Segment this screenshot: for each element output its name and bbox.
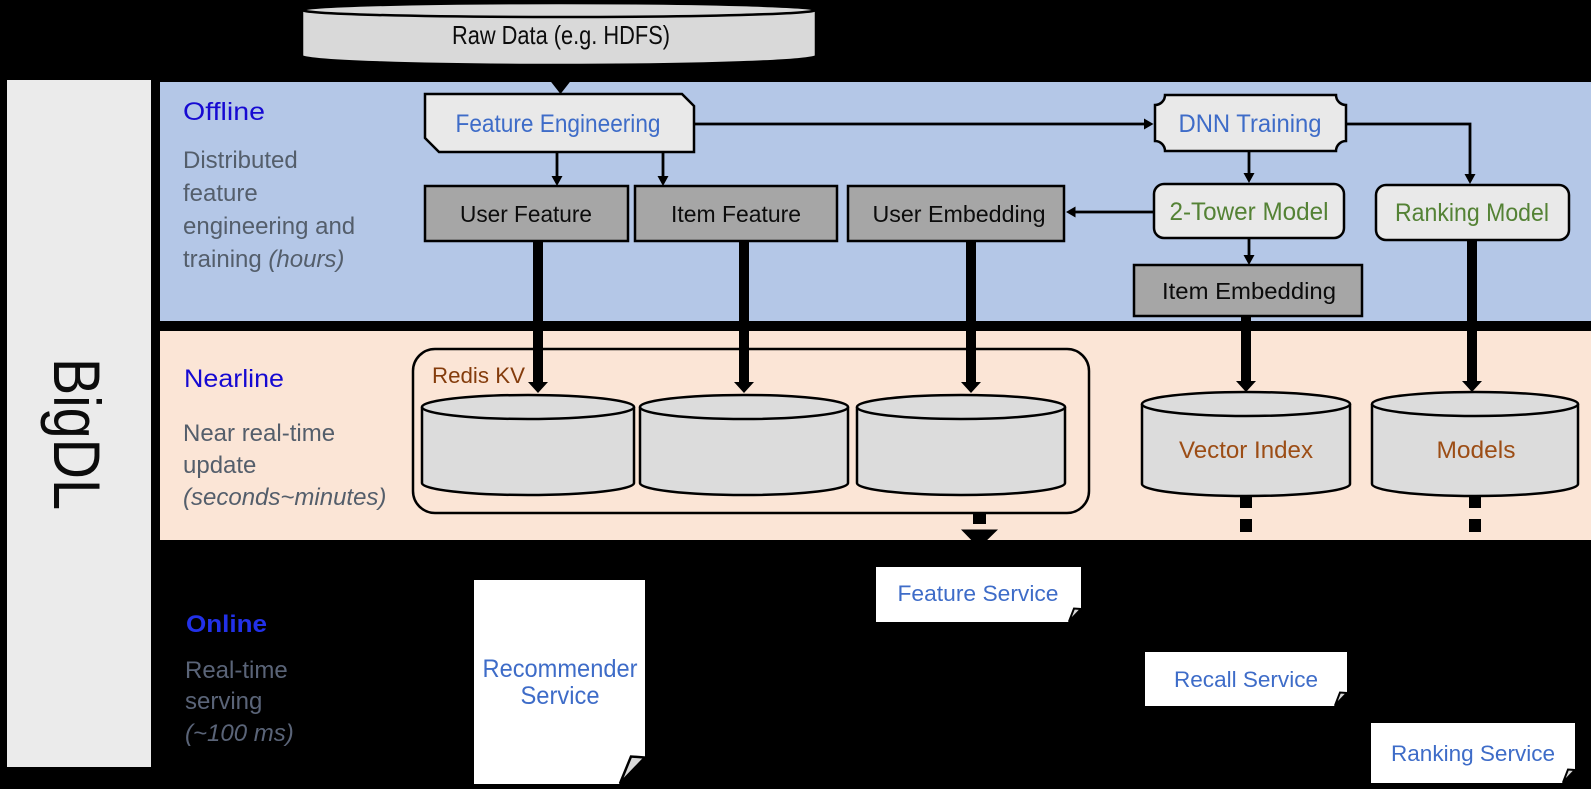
svg-text:Feature Engineering: Feature Engineering (456, 110, 661, 138)
svg-text:(seconds~minutes): (seconds~minutes) (183, 484, 386, 511)
svg-text:Offline: Offline (183, 98, 265, 126)
svg-text:Ranking Service: Ranking Service (1391, 741, 1555, 766)
svg-text:Feature Service: Feature Service (898, 581, 1059, 606)
svg-text:Vector Index: Vector Index (1179, 437, 1313, 464)
svg-text:Near real-time: Near real-time (183, 420, 335, 447)
svg-text:Service: Service (521, 682, 600, 710)
svg-text:Nearline: Nearline (184, 365, 284, 393)
svg-text:Recall Service: Recall Service (1174, 667, 1318, 692)
svg-text:Real-time: Real-time (185, 657, 288, 684)
svg-text:User Feature: User Feature (460, 201, 592, 227)
svg-text:Item Feature: Item Feature (671, 201, 801, 227)
svg-text:Recommender: Recommender (483, 655, 638, 683)
svg-text:Distributed: Distributed (183, 147, 298, 174)
svg-text:(~100 ms): (~100 ms) (185, 720, 294, 747)
svg-text:Online: Online (186, 611, 267, 638)
svg-text:Item Embedding: Item Embedding (1162, 278, 1336, 304)
svg-text:update: update (183, 452, 256, 479)
svg-text:feature: feature (183, 180, 258, 207)
svg-text:serving: serving (185, 688, 262, 715)
svg-text:BigDL: BigDL (40, 358, 114, 510)
svg-text:DNN Training: DNN Training (1179, 110, 1322, 138)
svg-text:2-Tower Model: 2-Tower Model (1170, 198, 1329, 226)
svg-text:Raw Data (e.g. HDFS): Raw Data (e.g. HDFS) (452, 20, 670, 50)
svg-text:Ranking Model: Ranking Model (1395, 199, 1549, 227)
svg-text:training (hours): training (hours) (183, 246, 344, 273)
svg-text:engineering and: engineering and (183, 213, 355, 240)
svg-text:User Embedding: User Embedding (873, 201, 1046, 227)
svg-text:Redis KV: Redis KV (432, 363, 525, 388)
svg-text:Models: Models (1437, 437, 1516, 464)
